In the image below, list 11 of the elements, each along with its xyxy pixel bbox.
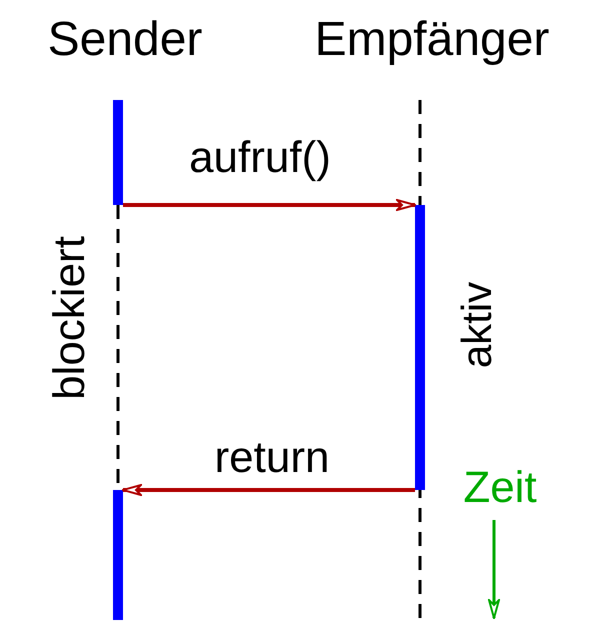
message-label: return <box>214 436 330 480</box>
activation-bar <box>113 490 123 620</box>
activation-bar <box>113 100 123 205</box>
message-arrow <box>123 199 416 211</box>
state-label: blockiert <box>48 236 92 400</box>
message-arrow <box>122 484 415 496</box>
lifeline-heading: Empfänger <box>314 16 550 64</box>
time-label: Zeit <box>463 466 537 510</box>
message-label: aufruf() <box>189 136 331 180</box>
state-label: aktiv <box>456 282 498 368</box>
lifeline-heading: Sender <box>48 16 202 64</box>
